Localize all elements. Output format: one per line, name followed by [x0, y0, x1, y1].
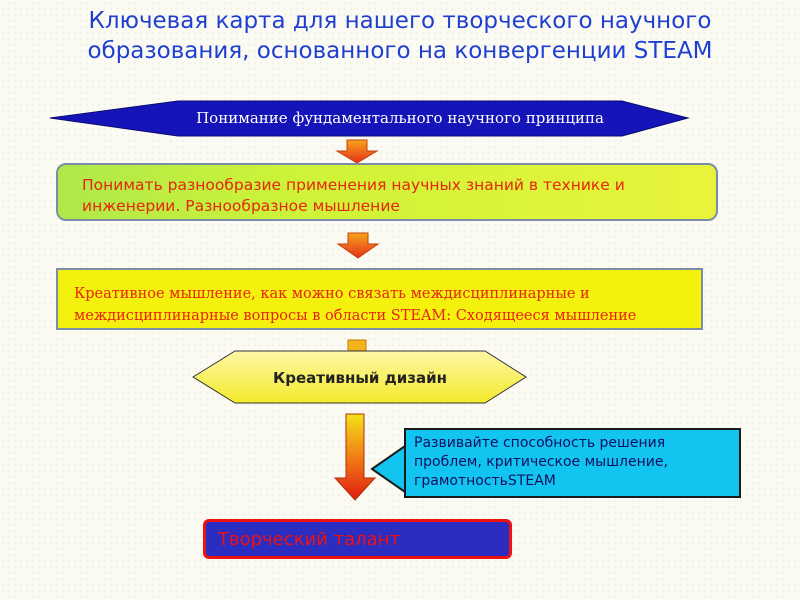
callout-pointer: [370, 444, 406, 494]
down-arrow-2: [336, 232, 380, 259]
convergent-text: Креативное мышление, как можно связать м…: [74, 286, 637, 324]
connector-block: [347, 339, 367, 353]
title-line-2: образования, основанного на конвергенции…: [87, 38, 713, 64]
down-arrow-long: [333, 413, 377, 501]
convergent-box: Креативное мышление, как можно связать м…: [56, 268, 703, 330]
talent-text: Творческий талант: [218, 529, 400, 550]
creative-design-hexagon: [192, 350, 527, 404]
understanding-hexagon: [49, 100, 690, 137]
skills-box: Развивайте способность решения проблем, …: [404, 428, 741, 498]
diversity-box: Понимать разнообразие применения научных…: [56, 163, 718, 221]
understanding-label: Понимание фундаментального научного прин…: [196, 109, 604, 127]
diagram-title: Ключевая карта для нашего творческого на…: [20, 6, 780, 66]
talent-box: Творческий талант: [203, 519, 512, 559]
creative-design-label: Креативный дизайн: [273, 369, 447, 387]
skills-text: Развивайте способность решения проблем, …: [414, 435, 668, 489]
title-line-1: Ключевая карта для нашего творческого на…: [88, 8, 712, 34]
down-arrow-1: [335, 139, 379, 164]
diversity-text: Понимать разнообразие применения научных…: [82, 176, 625, 215]
